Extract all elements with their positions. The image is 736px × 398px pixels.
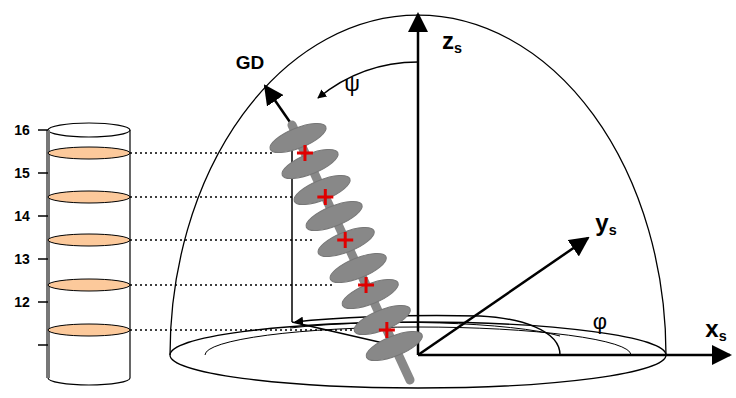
layer-disc (48, 279, 130, 291)
dotted-line (130, 196, 293, 197)
scale-number: 12 (14, 295, 30, 309)
angle-label: ψ (344, 73, 360, 95)
axis-label: xs (705, 317, 726, 343)
axes (418, 14, 730, 355)
dotted-line (130, 284, 334, 285)
layer-discs (48, 147, 130, 336)
leaf (363, 325, 426, 366)
dotted-projection (130, 153, 355, 330)
cross (344, 232, 347, 248)
cross (303, 145, 306, 161)
angle-label: φ (593, 311, 607, 333)
scale-number: 16 (14, 123, 30, 137)
cross (385, 322, 388, 338)
layer-disc (48, 191, 130, 203)
cross (365, 277, 368, 293)
angle-lines (292, 62, 560, 355)
axis-label: ys (595, 211, 616, 237)
scale-number: 14 (14, 209, 30, 223)
axis-label: GD (236, 53, 265, 72)
scale-ticks (38, 130, 48, 345)
layer-disc (48, 147, 130, 159)
scale-number: 15 (14, 166, 30, 180)
scale-cylinder (48, 123, 130, 385)
dotted-line (130, 152, 273, 153)
layer-disc (48, 324, 130, 336)
cross (324, 189, 327, 205)
axis-label: zs (442, 29, 462, 55)
layer-disc (48, 234, 130, 246)
scale-number: 13 (14, 252, 30, 266)
dotted-line (130, 239, 313, 240)
gd-stem (265, 86, 426, 380)
